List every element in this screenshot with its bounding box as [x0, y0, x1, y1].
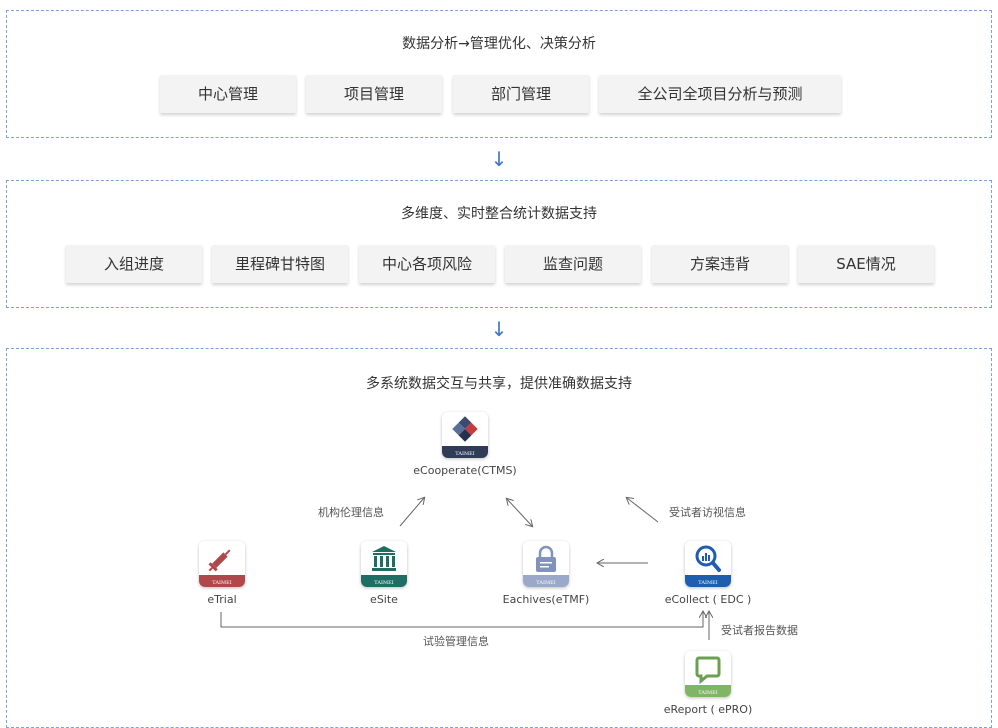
arrow-ecooperate-eachives [507, 499, 532, 526]
brand-text: TAIMEI [374, 580, 393, 586]
chip-project-management: 项目管理 [306, 75, 442, 113]
analysis-layer-title: 数据分析→管理优化、决策分析 [402, 36, 596, 52]
statistics-layer-title: 多维度、实时整合统计数据支持 [401, 206, 597, 222]
chip-enrollment-progress: 入组进度 [66, 245, 202, 283]
chip-milestone-gantt: 里程碑甘特图 [212, 245, 348, 283]
app-ereport: TAIMEI eReport ( ePRO) [628, 651, 788, 716]
chip-protocol-deviation: 方案违背 [652, 245, 788, 283]
chip-department-management: 部门管理 [453, 75, 589, 113]
arrow-esite-to-ecooperate [399, 498, 424, 527]
app-etrial-label: eTrial [207, 593, 237, 606]
note-subject-report: 受试者报告数据 [721, 624, 798, 637]
app-esite-label: eSite [370, 593, 398, 606]
app-ereport-label: eReport ( ePRO) [663, 703, 753, 716]
brand-text: TAIMEI [698, 690, 717, 696]
chip-sae-status: SAE情况 [798, 245, 934, 283]
chip-center-management: 中心管理 [160, 75, 296, 113]
arrow-etrial-to-ecollect [220, 612, 703, 628]
note-institution-ethics: 机构伦理信息 [318, 506, 384, 519]
note-trial-management: 试验管理信息 [423, 635, 489, 648]
puzzle-icon: TAIMEI [442, 412, 488, 458]
brand-text: TAIMEI [455, 451, 474, 457]
chip-monitoring-issues: 监查问题 [505, 245, 641, 283]
syringe-icon: TAIMEI [199, 541, 245, 587]
brand-text: TAIMEI [212, 580, 231, 586]
app-eachives: TAIMEI Eachives(eTMF) [466, 541, 626, 606]
brand-text: TAIMEI [698, 580, 717, 586]
analysis-layer-panel: 数据分析→管理优化、决策分析 中心管理 项目管理 部门管理 全公司全项目分析与预… [6, 10, 992, 138]
app-ecooperate-label: eCooperate(CTMS) [413, 464, 517, 477]
note-subject-visit: 受试者访视信息 [669, 506, 746, 519]
app-ecollect: TAIMEI eCollect ( EDC ) [628, 541, 788, 606]
app-ecollect-label: eCollect ( EDC ) [664, 593, 752, 606]
statistics-layer-panel: 多维度、实时整合统计数据支持 入组进度 里程碑甘特图 中心各项风险 监查问题 方… [6, 180, 992, 308]
app-etrial: TAIMEI eTrial [142, 541, 302, 606]
chip-company-analysis-forecast: 全公司全项目分析与预测 [599, 75, 841, 113]
archive-lock-icon: TAIMEI [523, 541, 569, 587]
brand-text: TAIMEI [536, 580, 555, 586]
systems-layer-title: 多系统数据交互与共享，提供准确数据支持 [366, 376, 632, 392]
down-arrow-icon: ↓ [490, 147, 508, 171]
systems-layer-panel: 多系统数据交互与共享，提供准确数据支持 [6, 348, 992, 728]
down-arrow-icon: ↓ [490, 317, 508, 341]
app-ecooperate: TAIMEI eCooperate(CTMS) [385, 412, 545, 477]
app-esite: TAIMEI eSite [304, 541, 464, 606]
app-eachives-label: Eachives(eTMF) [502, 593, 590, 606]
arrow-ecollect-to-ecooperate [627, 498, 659, 523]
chip-center-risks: 中心各项风险 [359, 245, 495, 283]
magnifier-chart-icon: TAIMEI [685, 541, 731, 587]
building-icon: TAIMEI [361, 541, 407, 587]
chat-bubble-icon: TAIMEI [685, 651, 731, 697]
